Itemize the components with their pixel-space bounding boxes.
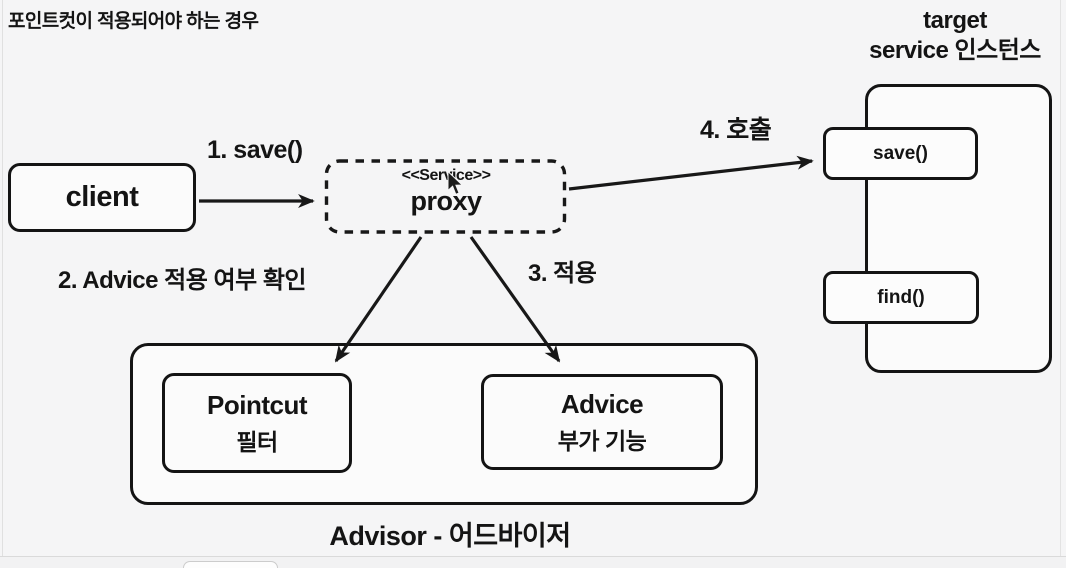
save-method-label: save()	[873, 142, 928, 164]
pointcut-title: Pointcut	[207, 389, 308, 420]
advisor-caption: Advisor - 어드바이저	[329, 521, 571, 551]
target-title-line2: service 인스턴스	[869, 37, 1041, 65]
client-label: client	[65, 181, 139, 213]
mouse-cursor-icon	[447, 171, 464, 195]
slide-right-border	[1060, 0, 1061, 556]
target-service-title: target service 인스턴스	[845, 6, 1065, 67]
find-method-label: find()	[877, 286, 925, 308]
pointcut-subtitle: 필터	[236, 428, 278, 455]
arrow-proxy-to-save	[568, 155, 814, 191]
proxy-label: proxy	[410, 186, 482, 216]
edge-label-step4: 4. 호출	[700, 116, 772, 144]
edge-label-step3: 3. 적용	[528, 260, 597, 287]
edge-label-step2: 2. Advice 적용 여부 확인	[58, 267, 306, 294]
advice-title: Advice	[560, 388, 644, 419]
scrollbar-tab[interactable]	[183, 561, 278, 568]
advice-node: Advice 부가 기능	[481, 374, 723, 470]
page-title: 포인트컷이 적용되어야 하는 경우	[8, 11, 259, 32]
advice-subtitle: 부가 기능	[557, 427, 647, 454]
pointcut-node: Pointcut 필터	[162, 373, 352, 473]
proxy-node: <<Service>> proxy	[330, 167, 562, 217]
bottom-strip	[0, 557, 1066, 568]
edge-label-step1: 1. save()	[207, 136, 303, 164]
proxy-stereotype: <<Service>>	[401, 167, 491, 184]
target-title-line1: target	[923, 7, 987, 34]
slide-left-border	[2, 0, 3, 556]
save-method-node: save()	[823, 127, 978, 180]
find-method-node: find()	[823, 271, 979, 324]
client-node: client	[8, 163, 196, 232]
slide-bottom-border	[0, 556, 1066, 557]
